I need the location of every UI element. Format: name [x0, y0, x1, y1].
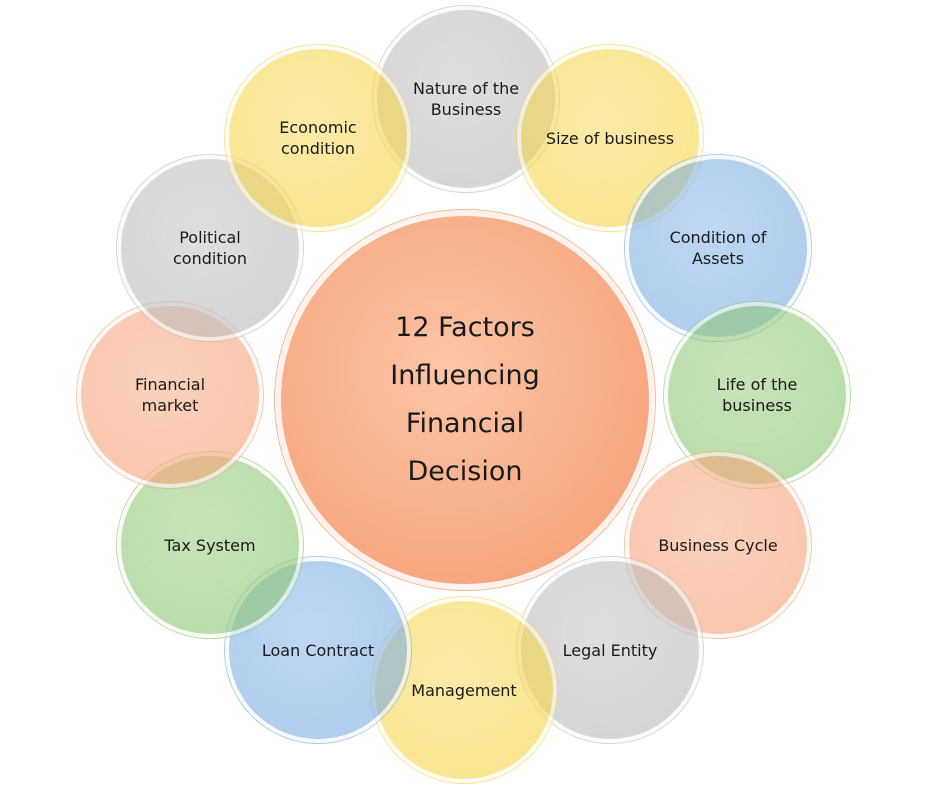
- factor-label: Condition of Assets: [669, 228, 767, 268]
- center-title: 12 Factors Influencing Financial Decisio…: [390, 312, 540, 487]
- center-shadow: [436, 497, 528, 513]
- center-circle: [275, 210, 655, 590]
- factor-label: Management: [411, 680, 517, 700]
- factor-label: Financial market: [134, 375, 206, 415]
- factor-label: Loan Contract: [261, 640, 375, 660]
- factor-label: Legal Entity: [562, 640, 658, 660]
- factor-label: Tax System: [164, 535, 256, 555]
- factor-circle: [225, 45, 411, 231]
- factor-label: Nature of the Business: [412, 79, 520, 119]
- factor-label: Life of the business: [716, 375, 798, 415]
- factor-label: Business Cycle: [658, 535, 778, 555]
- factor-label: Size of business: [545, 128, 675, 148]
- factor-label: Economic condition: [279, 118, 357, 158]
- factor-label: Political condition: [173, 228, 247, 268]
